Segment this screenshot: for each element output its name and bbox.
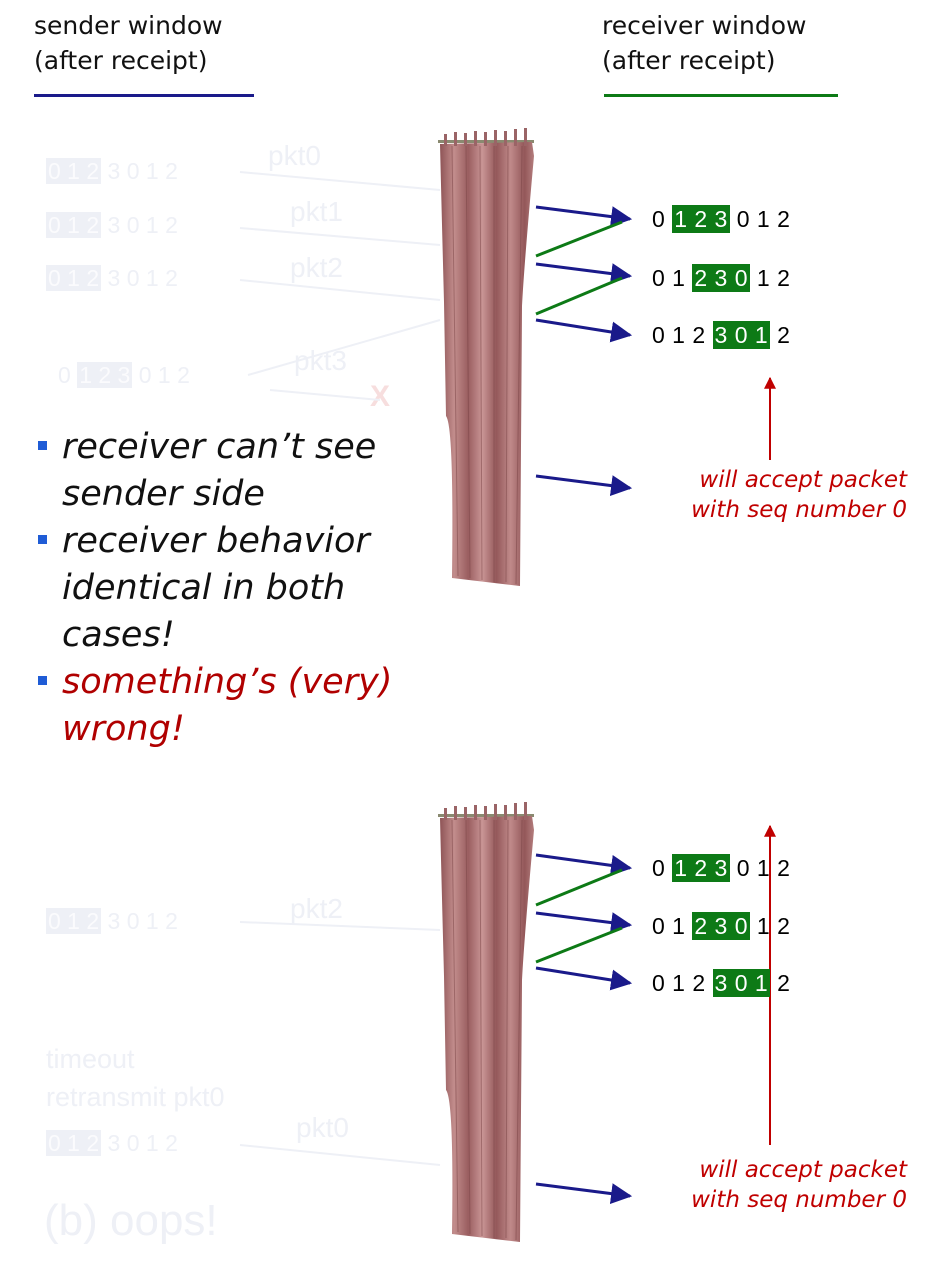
faded-window-post: 0 1 2 (132, 362, 190, 388)
faded-pkt2-line (239, 279, 441, 301)
window-pre: 0 1 2 (652, 970, 713, 996)
sender-header-line2: (after receipt) (34, 46, 208, 75)
receiver-window-top-1: 0 1 2 3 0 1 2 (652, 205, 791, 233)
bullet-text: receiver can’t see sender side (62, 427, 377, 514)
faded-pkt1-line (239, 227, 441, 246)
faded-window-post: 3 0 1 2 (101, 908, 178, 934)
bullet-item-2: receiver behavior identical in both case… (36, 518, 426, 659)
packet-arrow-bottom-3 (535, 966, 633, 991)
receiver-window-top-3: 0 1 2 3 0 1 2 (652, 321, 791, 349)
faded-pkt-label-1: pkt0 (268, 140, 321, 171)
window-post: 0 1 2 (729, 206, 791, 232)
faded-sender-window-2: 0 1 2 3 0 1 2 (46, 212, 178, 239)
faded-window-post: 3 0 1 2 (101, 265, 178, 291)
faded-window-highlight: 1 2 3 (77, 362, 133, 388)
faded-pkt0b-line (239, 1144, 441, 1166)
accept-note-line1: will accept packet (699, 1157, 907, 1183)
faded-retransmit-label: retransmit pkt0 (46, 1082, 225, 1112)
receiver-header: receiver window (after receipt) (602, 8, 806, 78)
faded-sender-window-5: 0 1 2 3 0 1 2 (46, 908, 178, 935)
window-pre: 0 (652, 206, 673, 232)
accept-note-bottom: will accept packet with seq number 0 (691, 1155, 907, 1215)
window-post: 0 1 2 (729, 855, 791, 881)
faded-timeout-label: timeout (46, 1044, 135, 1074)
window-highlight: 2 3 0 (692, 264, 751, 292)
faded-pkt-label-6: pkt0 (296, 1112, 349, 1143)
faded-sender-window-4: 0 1 2 3 0 1 2 (58, 362, 190, 389)
faded-window-highlight: 0 1 2 (46, 908, 102, 934)
packet-arrow-top-1 (535, 205, 633, 228)
sender-header-line1: sender window (34, 11, 223, 40)
bullet-item-3: something’s (very) wrong! (36, 659, 426, 753)
window-post: 2 (770, 322, 791, 348)
ack-line-bottom-2 (535, 926, 623, 964)
window-post: 1 2 (750, 265, 791, 291)
bullet-item-1: receiver can’t see sender side (36, 424, 426, 518)
faded-window-post: 3 0 1 2 (101, 212, 178, 238)
accept-note-line2: with seq number 0 (691, 497, 907, 523)
receiver-header-underline (604, 94, 838, 97)
faded-pkt-label-5: pkt2 (290, 893, 343, 924)
packet-arrow-top-4 (535, 474, 633, 497)
ack-line-top-2 (535, 276, 623, 316)
faded-sender-window-6: 0 1 2 3 0 1 2 (46, 1130, 178, 1157)
sender-header: sender window (after receipt) (34, 8, 223, 78)
window-pre: 0 1 (652, 913, 693, 939)
faded-pkt-label-2: pkt1 (290, 196, 343, 227)
faded-window-post: 3 0 1 2 (101, 158, 178, 184)
window-pre: 0 (652, 855, 673, 881)
packet-arrow-bottom-4 (535, 1182, 633, 1205)
packet-arrow-top-2 (535, 262, 633, 285)
window-highlight: 3 0 1 (712, 969, 771, 997)
bullet-list: receiver can’t see sender side receiver … (36, 424, 426, 753)
faded-pkt2b-line (239, 921, 441, 931)
window-highlight: 1 2 3 (672, 854, 730, 882)
window-highlight: 2 3 0 (692, 912, 751, 940)
faded-pkt3-line (269, 389, 381, 401)
receiver-window-bottom-3: 0 1 2 3 0 1 2 (652, 969, 791, 997)
faded-window-highlight: 0 1 2 (46, 1130, 102, 1156)
packet-arrow-bottom-2 (535, 911, 633, 934)
accept-note-line2: with seq number 0 (691, 1187, 907, 1213)
faded-pkt0-line (239, 171, 441, 191)
sender-header-underline (34, 94, 254, 97)
faded-window-highlight: 0 1 2 (46, 158, 102, 184)
window-post: 1 2 (750, 913, 791, 939)
faded-window-post: 3 0 1 2 (101, 1130, 178, 1156)
window-highlight: 1 2 3 (672, 205, 730, 233)
window-post: 2 (770, 970, 791, 996)
faded-window-highlight: 0 1 2 (46, 212, 102, 238)
receiver-header-line2: (after receipt) (602, 46, 776, 75)
faded-caption: (b) oops! (44, 1196, 218, 1245)
accept-note-top: will accept packet with seq number 0 (691, 465, 907, 525)
bullet-square-icon (38, 535, 47, 544)
packet-arrow-top-3 (535, 318, 633, 343)
window-pre: 0 1 (652, 265, 693, 291)
curtain-top (438, 128, 534, 586)
receiver-window-bottom-2: 0 1 2 3 0 1 2 (652, 912, 791, 940)
faded-window-pre: 0 (58, 362, 78, 388)
receiver-window-bottom-1: 0 1 2 3 0 1 2 (652, 854, 791, 882)
bullet-text: something’s (very) wrong! (62, 662, 393, 749)
faded-loss-mark: X (370, 380, 391, 413)
window-highlight: 3 0 1 (712, 321, 771, 349)
bullet-text: receiver behavior identical in both case… (62, 521, 370, 655)
curtain-bottom (438, 802, 534, 1242)
ack-line-bottom-1 (535, 868, 623, 907)
packet-arrow-bottom-1 (535, 853, 633, 876)
receiver-header-line1: receiver window (602, 11, 807, 40)
window-pre: 0 1 2 (652, 322, 713, 348)
bullet-square-icon (38, 441, 47, 450)
receiver-window-top-2: 0 1 2 3 0 1 2 (652, 264, 791, 292)
faded-ack-line (247, 319, 441, 376)
faded-window-highlight: 0 1 2 (46, 265, 102, 291)
faded-pkt-label-3: pkt2 (290, 252, 343, 283)
bullet-square-icon (38, 676, 47, 685)
faded-sender-window-1: 0 1 2 3 0 1 2 (46, 158, 178, 185)
accept-note-line1: will accept packet (699, 467, 907, 493)
ack-line-top-1 (535, 220, 623, 258)
faded-sender-window-3: 0 1 2 3 0 1 2 (46, 265, 178, 292)
